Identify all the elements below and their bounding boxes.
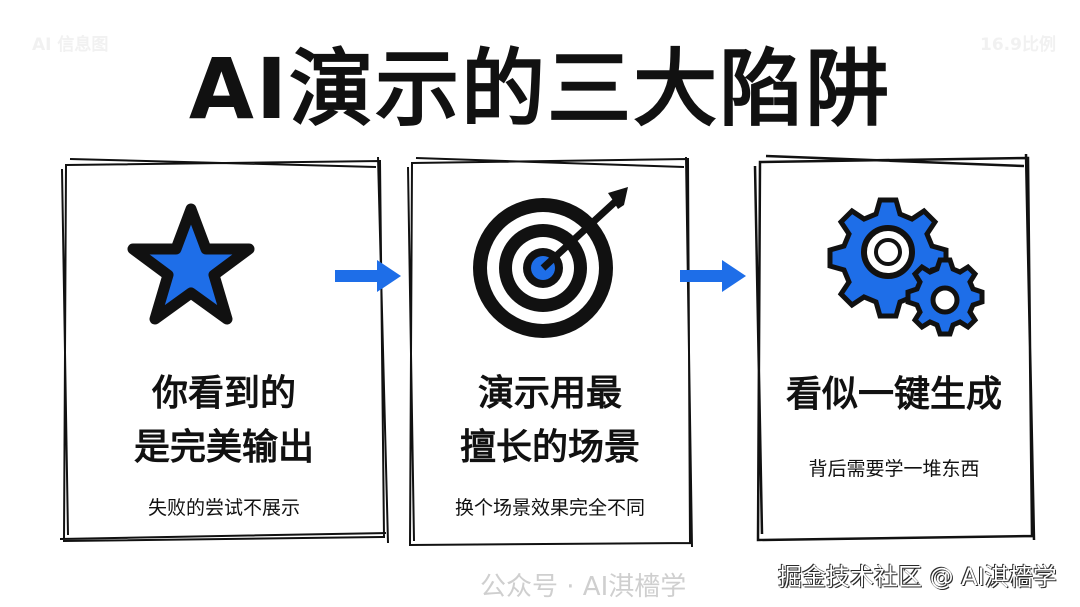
arrow-right-icon: [335, 260, 401, 292]
panel-title-line2: 擅长的场景: [459, 427, 640, 468]
panel-subtitle: 换个场景效果完全不同: [454, 497, 645, 519]
panel-3: 看似一键生成 背后需要学一堆东西: [752, 152, 1036, 544]
page-title: AI演示的三大陷阱: [188, 40, 892, 138]
panel-title-line1: 你看到的: [151, 373, 296, 414]
panel-subtitle: 失败的尝试不展示: [147, 497, 300, 519]
panel-title-line1: 演示用最: [477, 373, 622, 414]
sketch-frame: [59, 156, 389, 544]
gears-icon: [827, 197, 985, 337]
panel-2: 演示用最 擅长的场景 换个场景效果完全不同: [406, 155, 694, 550]
panel-title-line1: 看似一键生成: [785, 374, 1002, 415]
site-watermark: 掘金技术社区 @ AI淇檣学: [778, 563, 1057, 591]
star-icon: [127, 203, 255, 325]
panel-title-line2: 是完美输出: [133, 427, 314, 468]
panel-1: 你看到的 是完美输出 失败的尝试不展示: [58, 155, 390, 545]
brand-badge: AI 信息图: [32, 35, 109, 55]
ratio-badge: 16.9比例: [980, 35, 1056, 55]
target-icon: [473, 187, 628, 338]
arrow-right-icon: [680, 260, 746, 292]
panel-subtitle: 背后需要学一堆东西: [808, 458, 980, 480]
sketch-frame: [407, 156, 693, 548]
sketch-frame: [753, 153, 1036, 542]
wechat-watermark: 公众号 · AI淇檣学: [480, 572, 687, 602]
